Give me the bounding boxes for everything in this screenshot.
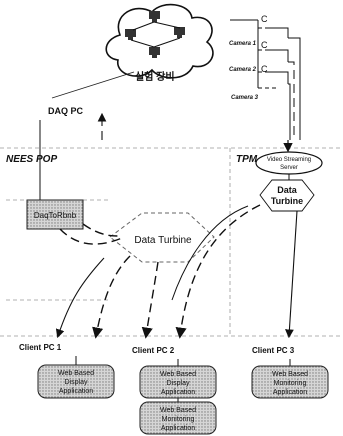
app-pc3-line3: Application <box>273 389 307 396</box>
camera-feed-lines <box>283 37 301 153</box>
data-turbine-small-line2: Turbine <box>271 196 303 206</box>
app-pc2d-line3: Application <box>161 389 195 396</box>
camera-node-c2: C <box>261 40 268 50</box>
app-pc1-line3: Application <box>59 388 93 395</box>
nees-pop-label: NEES POP <box>6 154 57 165</box>
lab-equipment-label: 실험 장비 <box>135 70 175 83</box>
daq-to-rbnb-label: DaqToRbnb <box>34 211 77 220</box>
app-pc3-line1: Web Based <box>272 371 308 378</box>
app-pc2m-line3: Application <box>161 425 195 432</box>
daq-pc-label: DAQ PC <box>48 106 84 116</box>
app-pc2d-line1: Web Based <box>160 371 196 378</box>
app-pc3-line2: Monitoring <box>274 380 307 387</box>
video-streaming-server: Video Streaming Server <box>255 151 323 175</box>
app-pc1-display: Web Based Display Application <box>37 364 115 399</box>
computer-icon <box>149 11 160 22</box>
video-server-line2: Server <box>280 165 298 171</box>
app-pc3-monitoring: Web Based Monitoring Application <box>251 365 329 399</box>
camera-3-label: Camera 3 <box>231 95 259 101</box>
app-pc2m-line2: Monitoring <box>162 416 195 423</box>
app-pc1-line1: Web Based <box>58 370 94 377</box>
camera-2-label: Camera 2 <box>229 67 257 73</box>
data-turbine-center: Data Turbine <box>109 212 215 263</box>
daq-to-rbnb-box: DaqToRbnb <box>26 199 84 230</box>
client-pc-1-label: Client PC 1 <box>19 343 62 352</box>
client-pc-3-label: Client PC 3 <box>252 346 295 355</box>
video-server-line1: Video Streaming <box>267 157 311 163</box>
data-flow-arrows <box>55 204 298 339</box>
camera-chain <box>230 19 289 89</box>
computer-icon <box>149 47 160 58</box>
computer-icon <box>174 27 185 38</box>
data-turbine-small-line1: Data <box>277 185 298 195</box>
app-pc2m-line1: Web Based <box>160 407 196 414</box>
camera-1-label: Camera 1 <box>229 41 257 47</box>
tpm-label: TPM <box>236 154 258 165</box>
data-turbine-center-label: Data Turbine <box>134 235 192 246</box>
computer-icon <box>125 29 136 40</box>
app-pc2d-line2: Display <box>167 380 190 387</box>
data-turbine-small: Data Turbine <box>259 179 315 212</box>
camera-node-c3: C <box>261 64 268 74</box>
camera-node-c1: C <box>261 14 268 24</box>
app-pc2-display: Web Based Display Application <box>139 365 217 399</box>
lab-equipment-cloud: 실험 장비 <box>105 3 214 83</box>
app-pc1-line2: Display <box>65 379 88 386</box>
app-pc2-monitoring: Web Based Monitoring Application <box>139 401 217 435</box>
client-pc-2-label: Client PC 2 <box>132 346 175 355</box>
